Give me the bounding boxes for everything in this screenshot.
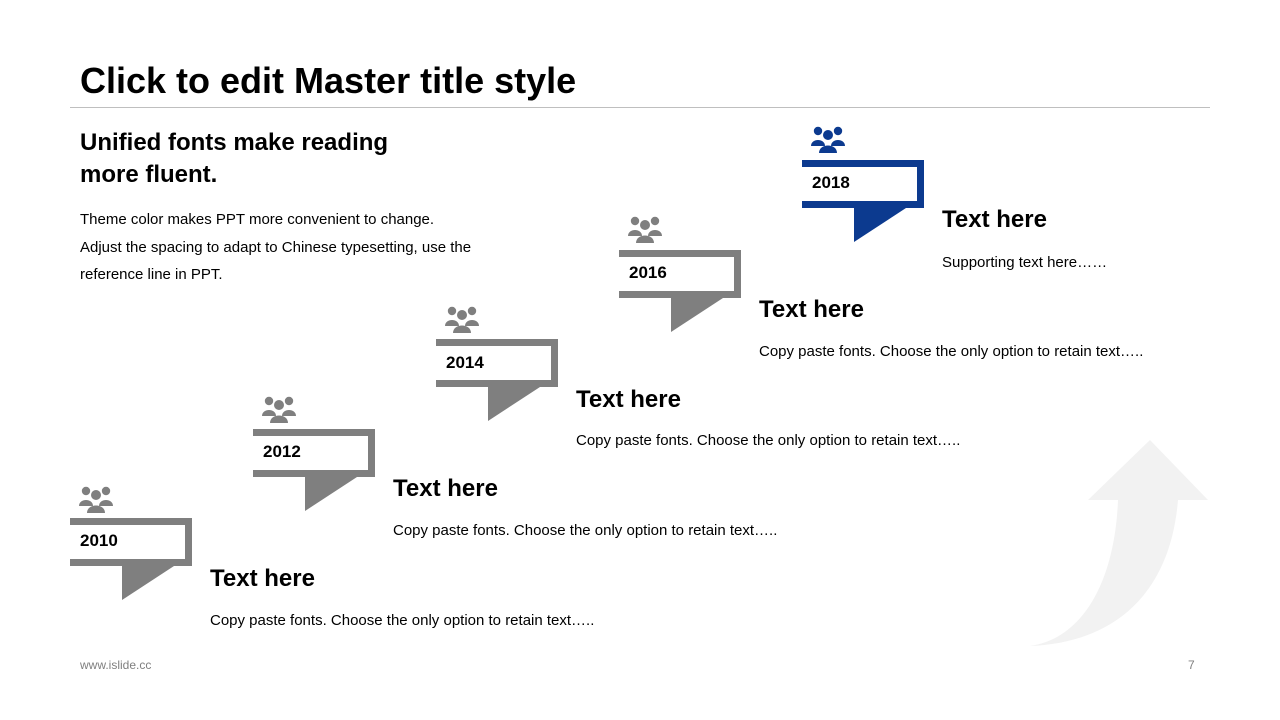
footer-url: www.islide.cc (80, 658, 152, 672)
intro-line: Adjust the spacing to adapt to Chinese t… (80, 238, 472, 256)
people-group-icon (445, 306, 479, 333)
intro-line: reference line in PPT. (80, 266, 223, 283)
slide-title: Click to edit Master title style (80, 60, 577, 101)
intro-line: Theme color makes PPT more convenient to… (80, 211, 435, 228)
step-heading: Text here (210, 565, 315, 592)
year-label: 2014 (446, 353, 484, 372)
year-flag (70, 518, 192, 600)
title-divider (70, 107, 1210, 108)
growth-arrow-shape (1030, 440, 1208, 646)
people-group-icon (628, 216, 662, 243)
slide-subtitle: Unified fonts make reading more fluent. (80, 129, 389, 188)
step-body: Copy paste fonts. Choose the only option… (210, 612, 595, 629)
step-heading: Text here (759, 296, 864, 323)
people-group-icon (811, 126, 845, 153)
step-heading: Text here (576, 386, 681, 413)
year-label: 2016 (629, 263, 667, 282)
year-label: 2012 (263, 442, 301, 461)
year-label: 2010 (80, 531, 118, 550)
step-body: Copy paste fonts. Choose the only option… (759, 343, 1144, 360)
page-number: 7 (1188, 658, 1195, 672)
step-body: Copy paste fonts. Choose the only option… (393, 522, 778, 539)
step-body: Supporting text here…… (942, 254, 1108, 271)
people-group-icon (79, 486, 113, 513)
people-group-icon (262, 396, 296, 423)
year-flag (436, 339, 558, 421)
year-label: 2018 (812, 173, 850, 192)
year-flag (253, 429, 375, 511)
year-flag (802, 160, 924, 242)
step-heading: Text here (942, 206, 1047, 233)
step-heading: Text here (393, 475, 498, 502)
intro-text: Theme color makes PPT more convenient to… (80, 206, 520, 289)
year-flag (619, 250, 741, 332)
step-body: Copy paste fonts. Choose the only option… (576, 432, 961, 449)
growth-arrow-icon (1030, 440, 1208, 646)
